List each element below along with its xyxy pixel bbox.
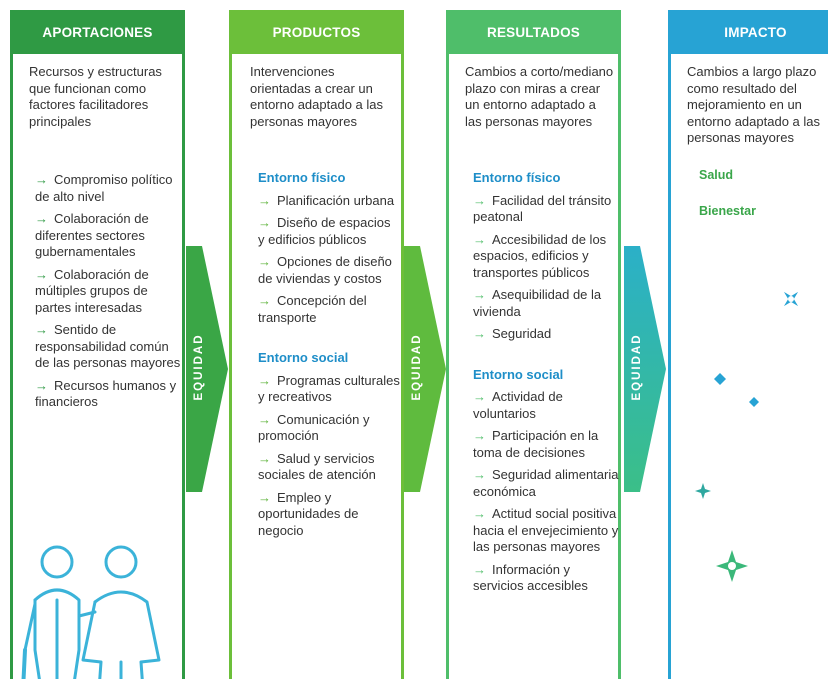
section-title: Entorno físico [473, 170, 561, 185]
column-header: PRODUCTOS [229, 10, 404, 54]
arrow-icon: → [473, 231, 486, 247]
column-aportaciones: APORTACIONES Recursos y estructuras que … [10, 10, 185, 679]
arrow-icon: → [35, 266, 48, 282]
list-item: →Diseño de espacios y edificios públicos [258, 215, 391, 247]
column-intro: Intervenciones orientadas a crear un ent… [250, 64, 383, 129]
list-item: →Colaboración de múltiples grupos de par… [35, 266, 149, 315]
section-list: Entorno físico →Planificación urbana →Di… [258, 170, 400, 545]
list-item: →Planificación urbana [258, 192, 395, 208]
column-header: IMPACTO [668, 10, 828, 54]
column-intro: Cambios a largo plazo como resultado del… [687, 64, 820, 145]
impact-item-salud: Salud [699, 168, 734, 182]
list-item: →Sentido de responsabilidad común de las… [35, 322, 181, 370]
sparkle-icon [783, 291, 799, 307]
arrow-icon: → [473, 389, 486, 404]
list-item: →Opciones de diseño de viviendas y costo… [258, 254, 392, 286]
list-item: →Compromiso político de alto nivel [35, 172, 173, 204]
list-item: →Seguridad [473, 326, 552, 341]
list-item: →Comunicación y promoción [258, 411, 370, 444]
sparkle-icon [695, 483, 711, 499]
column-intro: Cambios a corto/mediano plazo con miras … [465, 64, 614, 129]
column-body: Recursos y estructuras que funcionan com… [10, 54, 185, 679]
column-impacto: IMPACTO Cambios a largo plazo como resul… [668, 10, 828, 679]
sparkle-icon [716, 550, 748, 582]
list-item: →Información y servicios accesibles [473, 561, 588, 594]
arrow-icon: → [35, 211, 48, 226]
diamond-icon [714, 373, 726, 385]
equidad-label: EQUIDAD [193, 333, 205, 401]
equidad-label: EQUIDAD [411, 333, 423, 401]
arrow-icon: → [258, 411, 271, 427]
section-title: Entorno físico [258, 170, 346, 185]
list-item: →Programas culturales y recreativos [258, 372, 400, 405]
equidad-chevron [186, 246, 228, 492]
list-item: →Actividad de voluntarios [473, 389, 563, 421]
list-item: →Empleo y oportunidades de negocio [258, 489, 359, 538]
list-item: →Asequibilidad de la vivienda [473, 287, 602, 319]
arrow-icon: → [473, 561, 486, 577]
list-item: →Concepción del transporte [258, 293, 367, 325]
elderly-couple-icon [21, 545, 161, 679]
arrow-icon: → [258, 489, 271, 505]
arrow-icon: → [473, 506, 486, 521]
column-header: RESULTADOS [446, 10, 621, 54]
section-title: Entorno social [473, 366, 564, 382]
equidad-chevron [624, 246, 666, 492]
column-resultados: RESULTADOS Cambios a corto/mediano plazo… [446, 10, 621, 679]
diamond-icon [749, 397, 759, 407]
equidad-label: EQUIDAD [631, 333, 643, 401]
item-list: →Compromiso político de alto nivel →Cola… [35, 172, 181, 417]
column-body: Intervenciones orientadas a crear un ent… [229, 54, 404, 679]
arrow-icon: → [473, 192, 486, 208]
list-item: →Colaboración de diferentes sectores gub… [35, 211, 149, 259]
arrow-icon: → [35, 322, 48, 337]
column-intro: Recursos y estructuras que funcionan com… [29, 64, 162, 129]
list-item: →Participación en la toma de decisiones [473, 428, 599, 460]
section-title: Entorno social [258, 350, 349, 365]
equidad-chevron [404, 246, 446, 492]
arrow-icon: → [258, 372, 271, 388]
column-productos: PRODUCTOS Intervenciones orientadas a cr… [229, 10, 404, 679]
arrow-icon: → [258, 450, 271, 466]
list-item: →Facilidad del tránsito peatonal [473, 192, 612, 225]
arrow-icon: → [473, 467, 486, 482]
arrow-icon: → [473, 326, 486, 341]
impact-item-bienestar: Bienestar [699, 204, 756, 218]
column-header: APORTACIONES [10, 10, 185, 54]
list-item: →Accesibilidad de los espacios, edificio… [473, 231, 607, 280]
list-item: →Recursos humanos y financieros [35, 377, 177, 410]
arrow-icon: → [473, 428, 486, 443]
arrow-icon: → [258, 254, 271, 269]
arrow-icon: → [35, 172, 48, 187]
column-body: Cambios a corto/mediano plazo con miras … [446, 54, 621, 679]
arrow-icon: → [258, 192, 271, 208]
section-list: Entorno físico →Facilidad del tránsito p… [473, 170, 619, 601]
list-item: →Actitud social positiva hacia el enveje… [473, 506, 619, 554]
arrow-icon: → [35, 377, 48, 393]
arrow-icon: → [258, 215, 271, 230]
list-item: →Salud y servicios sociales de atención [258, 450, 376, 483]
arrow-icon: → [473, 287, 486, 302]
arrow-icon: → [258, 293, 271, 308]
column-body: Cambios a largo plazo como resultado del… [668, 54, 828, 679]
list-item: →Seguridad alimentaria económica [473, 467, 619, 499]
